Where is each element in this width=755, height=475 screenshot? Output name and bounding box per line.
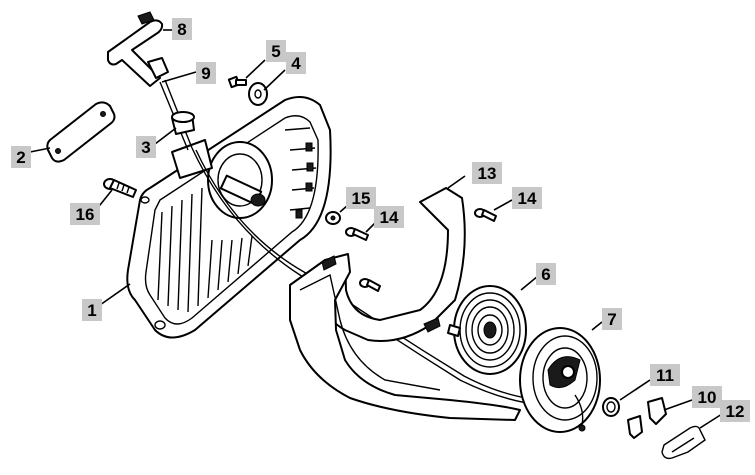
callout-6-label: 6 bbox=[541, 265, 550, 284]
rope-rotor-part bbox=[519, 327, 601, 433]
screw-16-part bbox=[103, 178, 137, 198]
callout-9: 9 bbox=[196, 62, 216, 84]
rope-guide-bush-part bbox=[171, 111, 195, 135]
callout-13-label: 13 bbox=[478, 164, 497, 183]
starter-grip-part bbox=[107, 11, 169, 87]
callout-9-label: 9 bbox=[201, 64, 210, 83]
washer-4-part bbox=[248, 82, 268, 106]
callout-7-label: 7 bbox=[607, 310, 616, 329]
washer-15-part bbox=[325, 211, 341, 225]
callout-11: 11 bbox=[650, 364, 680, 386]
callout-3-label: 3 bbox=[141, 138, 150, 157]
callout-2: 2 bbox=[11, 146, 31, 168]
screw-14-guide-part bbox=[359, 278, 381, 292]
callout-14-upper: 14 bbox=[512, 187, 542, 209]
callout-6: 6 bbox=[536, 263, 556, 285]
callout-11-label: 11 bbox=[656, 366, 674, 385]
callout-12: 12 bbox=[720, 400, 750, 422]
callout-4: 4 bbox=[286, 52, 306, 74]
housing-grille bbox=[157, 187, 253, 313]
housing-fins bbox=[284, 127, 317, 219]
fan-housing-part bbox=[126, 95, 332, 339]
callout-8: 8 bbox=[172, 18, 192, 40]
spring-clip-12-part bbox=[661, 425, 706, 460]
rewind-spring-part bbox=[447, 285, 527, 375]
callout-10: 10 bbox=[692, 386, 722, 408]
callout-2-label: 2 bbox=[16, 148, 25, 167]
screw-14-upper-part bbox=[474, 208, 497, 222]
callout-15: 15 bbox=[346, 187, 376, 209]
callout-13: 13 bbox=[472, 162, 502, 184]
callout-5-label: 5 bbox=[271, 42, 280, 61]
callout-14-lower: 14 bbox=[374, 206, 404, 228]
callout-1-label: 1 bbox=[87, 301, 96, 320]
callout-15-label: 15 bbox=[352, 189, 371, 208]
pawl-10-part bbox=[627, 397, 667, 439]
callout-4-label: 4 bbox=[291, 54, 301, 73]
callout-1: 1 bbox=[82, 299, 102, 321]
callout-5: 5 bbox=[266, 40, 286, 62]
leader-lines bbox=[29, 29, 723, 429]
cover-plate-part bbox=[46, 101, 116, 163]
screw-14-lower-part bbox=[345, 227, 369, 241]
callout-14-lower-label: 14 bbox=[380, 208, 399, 227]
callout-10-label: 10 bbox=[698, 388, 717, 407]
callout-7: 7 bbox=[602, 308, 622, 330]
callout-16-label: 16 bbox=[76, 205, 95, 224]
callout-3: 3 bbox=[136, 136, 156, 158]
guide-plate-part bbox=[289, 187, 521, 421]
callout-16: 16 bbox=[70, 203, 100, 225]
screw-5-part bbox=[227, 75, 247, 89]
callout-14-upper-label: 14 bbox=[518, 189, 537, 208]
washer-11-part bbox=[602, 397, 620, 417]
callout-8-label: 8 bbox=[177, 20, 186, 39]
callout-12-label: 12 bbox=[726, 402, 745, 421]
